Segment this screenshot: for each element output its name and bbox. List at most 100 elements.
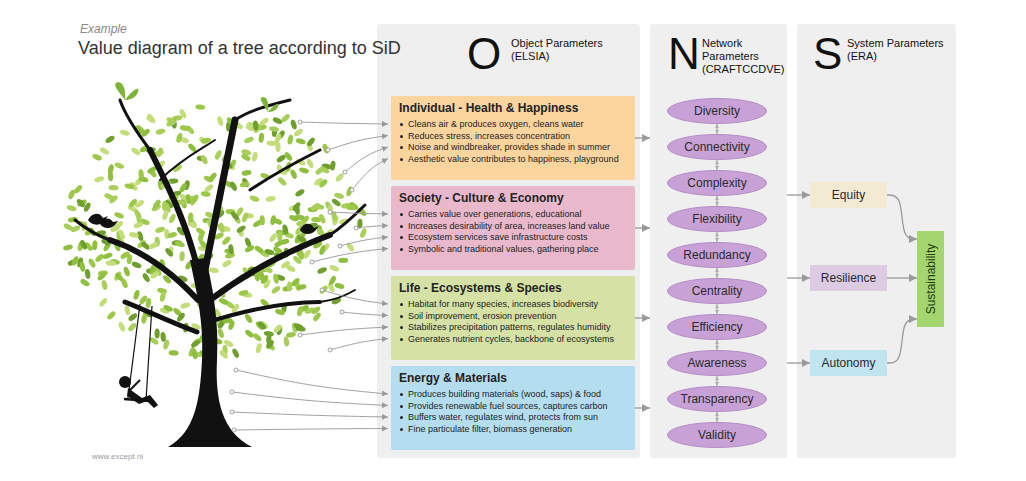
leaf bbox=[260, 274, 270, 285]
bullet-text: Provides renewable fuel sources, capture… bbox=[408, 401, 608, 411]
connector-arrow bbox=[716, 340, 717, 350]
system-box: Autonomy bbox=[810, 350, 887, 376]
leaf bbox=[106, 310, 117, 321]
leaf bbox=[249, 195, 260, 203]
bullet-dot bbox=[400, 248, 403, 251]
leaf bbox=[253, 245, 264, 255]
connector-arrow bbox=[716, 124, 717, 134]
leaf bbox=[152, 198, 162, 209]
leader-line bbox=[328, 136, 388, 151]
leaf bbox=[277, 176, 288, 187]
bullet-row: Symbolic and traditional values, gatheri… bbox=[399, 244, 627, 256]
leaf bbox=[108, 185, 118, 191]
leaf bbox=[296, 306, 304, 317]
leaf bbox=[129, 231, 140, 238]
leaf bbox=[331, 197, 342, 207]
bullet-text: Fine particulate filter, biomass generat… bbox=[408, 424, 572, 434]
leaf bbox=[236, 224, 247, 234]
bullet-text: Habitat for many species, increases biod… bbox=[408, 299, 598, 309]
leaf bbox=[169, 350, 179, 356]
leaf bbox=[318, 244, 326, 255]
bullet-dot bbox=[400, 146, 403, 149]
bullet-row: Aesthetic value contributes to happiness… bbox=[399, 154, 627, 166]
category-box: Life - Ecosystems & SpeciesHabitat for m… bbox=[391, 276, 635, 360]
leaf bbox=[92, 240, 98, 250]
parameter-ellipse: Awareness bbox=[667, 350, 767, 376]
parameter-panel: NNetwork Parameters (CRAFTCCDVE)Diversit… bbox=[650, 24, 787, 458]
bullet-text: Aesthetic value contributes to happiness… bbox=[408, 154, 619, 164]
system-box: Equity bbox=[810, 182, 887, 208]
bullet-row: Ecosystem services save infrastructure c… bbox=[399, 232, 627, 244]
leader-dot bbox=[230, 390, 234, 394]
leaf bbox=[294, 188, 305, 198]
parameter-panel: OObject Parameters (ELSIA)Individual - H… bbox=[377, 24, 640, 458]
butterflies bbox=[115, 82, 278, 112]
butterfly bbox=[115, 82, 138, 100]
leaf bbox=[238, 289, 249, 296]
leaf bbox=[293, 128, 304, 138]
bullet-text: Increases desirability of area, increase… bbox=[408, 221, 610, 231]
leader-dot bbox=[328, 348, 332, 352]
bullet-text: Reduces stress, increases concentration bbox=[408, 131, 570, 141]
leaf bbox=[187, 220, 198, 229]
leaf bbox=[292, 201, 302, 212]
leader-dot bbox=[340, 310, 344, 314]
bullet-dot bbox=[400, 236, 403, 239]
leaf bbox=[216, 116, 224, 127]
leaf bbox=[317, 266, 328, 275]
leaf bbox=[318, 213, 327, 224]
leaf bbox=[310, 202, 321, 212]
leaf bbox=[259, 215, 265, 225]
leader-dot bbox=[234, 368, 238, 372]
branch bbox=[210, 235, 330, 300]
leader-line bbox=[352, 159, 388, 191]
category-box: Society - Culture & EconomyCarries value… bbox=[391, 186, 635, 270]
category-heading: Energy & Materials bbox=[399, 371, 627, 386]
leaf bbox=[155, 128, 166, 136]
leaf bbox=[96, 271, 107, 282]
leader-line bbox=[322, 290, 388, 304]
system-name: Autonomy bbox=[810, 350, 887, 376]
bullet-dot bbox=[400, 428, 403, 431]
leaf bbox=[168, 213, 177, 224]
leaf bbox=[265, 339, 275, 350]
leaf bbox=[321, 143, 329, 154]
leaf bbox=[268, 232, 278, 243]
ellipse-shape bbox=[668, 99, 767, 124]
panel-ground bbox=[377, 24, 640, 458]
leaf bbox=[131, 261, 142, 269]
parameter-name: Diversity bbox=[667, 98, 767, 124]
ellipse-shape bbox=[668, 135, 767, 160]
leaf bbox=[280, 260, 291, 270]
leaf bbox=[229, 181, 238, 192]
leaf bbox=[328, 275, 337, 286]
leaf bbox=[329, 160, 336, 171]
leaf bbox=[255, 343, 263, 354]
panel-caption: Network Parameters (CRAFTCCDVE) bbox=[702, 37, 786, 77]
leader-line bbox=[330, 212, 388, 214]
leaf bbox=[252, 332, 263, 343]
leaf bbox=[63, 222, 74, 231]
leaf bbox=[164, 247, 174, 258]
parameter-ellipse: Efficiency bbox=[667, 314, 767, 340]
leader-line bbox=[300, 327, 388, 335]
leaf bbox=[269, 126, 280, 133]
category-box: Energy & MaterialsProduces building mate… bbox=[391, 366, 635, 450]
leaf bbox=[277, 231, 282, 241]
leaf bbox=[228, 244, 234, 254]
bullet-row: Habitat for many species, increases biod… bbox=[399, 299, 627, 311]
leaf bbox=[119, 129, 130, 137]
bullet-dot bbox=[400, 416, 403, 419]
bullet-dot bbox=[400, 393, 403, 396]
bullet-row: Increases desirability of area, increase… bbox=[399, 221, 627, 233]
leaf bbox=[141, 313, 148, 324]
parameter-name: Transparency bbox=[667, 386, 767, 412]
leaf bbox=[218, 297, 229, 306]
leaf bbox=[240, 153, 251, 162]
bullet-dot bbox=[400, 213, 403, 216]
parameter-name: Redundancy bbox=[667, 242, 767, 268]
butterfly bbox=[261, 97, 279, 112]
leader-dot bbox=[338, 244, 342, 248]
leaf bbox=[128, 198, 139, 209]
